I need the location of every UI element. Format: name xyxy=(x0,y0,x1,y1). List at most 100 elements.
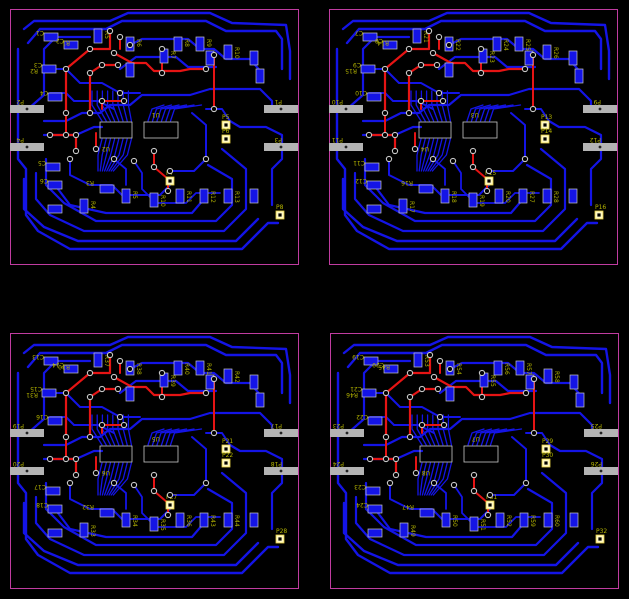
resistor-label: R33 xyxy=(89,525,96,537)
via xyxy=(470,487,478,495)
resistor-label: R18 xyxy=(450,191,457,203)
ground-ring-trace xyxy=(335,47,599,251)
smd-component xyxy=(175,512,185,528)
ic-fanout-trace xyxy=(160,428,188,446)
ic-fanout-trace xyxy=(147,104,165,122)
resistor-label: R57 xyxy=(525,363,532,375)
via xyxy=(202,155,210,163)
ic-fanout-trace xyxy=(106,462,120,496)
smd-component xyxy=(125,62,135,78)
via xyxy=(210,375,218,383)
ic-fanout-trace xyxy=(91,90,103,122)
test-pad-hole xyxy=(278,213,282,217)
via xyxy=(470,471,478,479)
capacitor-label: C8 xyxy=(375,37,383,44)
smd-component xyxy=(575,392,585,408)
via xyxy=(210,51,218,59)
via xyxy=(62,131,70,139)
via xyxy=(62,433,70,441)
smd-component xyxy=(121,188,131,204)
ic-fanout-trace xyxy=(417,462,423,496)
via xyxy=(530,375,538,383)
smd-component xyxy=(43,356,59,366)
test-pad-label: P6 xyxy=(222,128,230,135)
resistor-label: R11 xyxy=(185,191,192,203)
smd-component xyxy=(382,40,398,50)
ic-fanout-trace xyxy=(160,104,188,122)
smd-component xyxy=(367,504,383,514)
ic-fanout-trace xyxy=(418,138,426,172)
test-pad-hole xyxy=(224,461,228,465)
ic-body xyxy=(143,445,179,463)
ic-fanout-trace xyxy=(416,414,427,446)
connector-label: P17 xyxy=(271,422,282,429)
via xyxy=(66,155,74,163)
connector-label: P19 xyxy=(13,422,24,429)
ic-fanout-trace xyxy=(101,138,112,172)
signal-trace xyxy=(447,37,583,75)
signal-trace xyxy=(118,55,218,71)
smd-component xyxy=(63,364,79,374)
via xyxy=(98,97,106,105)
resistor-label: R42 xyxy=(233,371,240,383)
test-pad-hole xyxy=(543,137,547,141)
ic-fanout-trace xyxy=(156,104,180,122)
signal-trace xyxy=(228,443,284,531)
ground-ring-trace xyxy=(22,335,292,405)
board-4: U7U8P23P24P25P26P29P30P31P32C19C20C21C22… xyxy=(330,333,619,589)
smd-component xyxy=(249,50,259,66)
ic-fanout-trace xyxy=(428,462,444,496)
ic-fanout-trace xyxy=(425,138,439,172)
connector-label: P26 xyxy=(591,460,602,467)
smd-component xyxy=(249,512,259,528)
smd-component xyxy=(441,512,451,528)
via xyxy=(62,455,70,463)
via xyxy=(150,163,158,171)
via xyxy=(382,455,390,463)
signal-trace xyxy=(26,359,92,435)
capacitor-label: C16 xyxy=(36,413,48,420)
via xyxy=(164,511,172,519)
test-pad-hole xyxy=(224,123,228,127)
resistor-label: R46 xyxy=(346,391,358,398)
top-layer-trace xyxy=(368,457,398,477)
resistor-label: R51 xyxy=(479,519,486,531)
capacitor-label: C10 xyxy=(355,89,367,96)
ic-label: U1 xyxy=(152,111,160,118)
ic-fanout-trace xyxy=(446,90,452,122)
resistor-label: R20 xyxy=(504,191,511,203)
smd-component xyxy=(569,374,579,390)
via xyxy=(116,357,124,365)
signal-trace xyxy=(345,35,411,111)
smd-component xyxy=(43,32,59,42)
ic-body xyxy=(99,445,133,463)
capacitor-label: C11 xyxy=(353,159,365,166)
resistor-label: R52 xyxy=(505,515,512,527)
board-1: U1U2P2P4P1P3P5P6P7P8C1C2C3C4C5C6R5R6R7R8… xyxy=(10,9,299,265)
resistor-label: R41 xyxy=(205,363,212,375)
via xyxy=(485,167,493,175)
capacitor-label: C21 xyxy=(350,385,362,392)
resistor-label: R50 xyxy=(451,515,458,527)
via xyxy=(110,373,118,381)
resistor-label: R25 xyxy=(524,39,531,51)
smd-component xyxy=(366,92,382,102)
resistor-label: R53 xyxy=(423,355,430,367)
ic-fanout-trace xyxy=(429,138,447,172)
resistor-label: R28 xyxy=(552,191,559,203)
ic-fanout-trace xyxy=(436,90,443,122)
smd-component xyxy=(175,188,185,204)
capacitor-label: C18 xyxy=(36,501,48,508)
via xyxy=(210,105,218,113)
via xyxy=(412,469,420,477)
resistor-label: R23 xyxy=(488,51,495,63)
resistor-label: R60 xyxy=(553,515,560,527)
capacitor-label: C9 xyxy=(353,61,361,68)
ground-ring-trace xyxy=(342,335,612,405)
power-ring-trace xyxy=(26,343,284,395)
ic-label: U4 xyxy=(421,145,429,152)
ic-fanout-trace xyxy=(96,414,107,446)
smd-component xyxy=(149,516,159,532)
via xyxy=(62,109,70,117)
signal-trace xyxy=(346,359,412,435)
